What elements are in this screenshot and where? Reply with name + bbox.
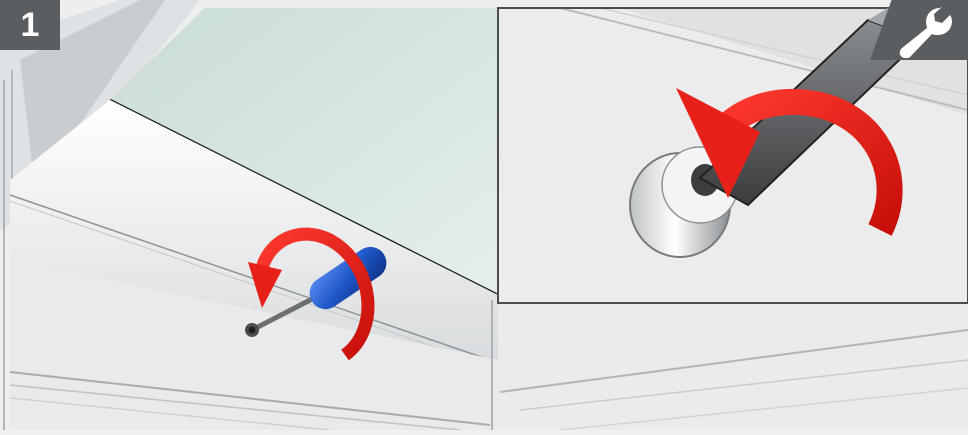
step-number-badge: 1 [0,0,60,50]
wrench-icon [896,4,960,58]
step-number: 1 [21,6,40,44]
